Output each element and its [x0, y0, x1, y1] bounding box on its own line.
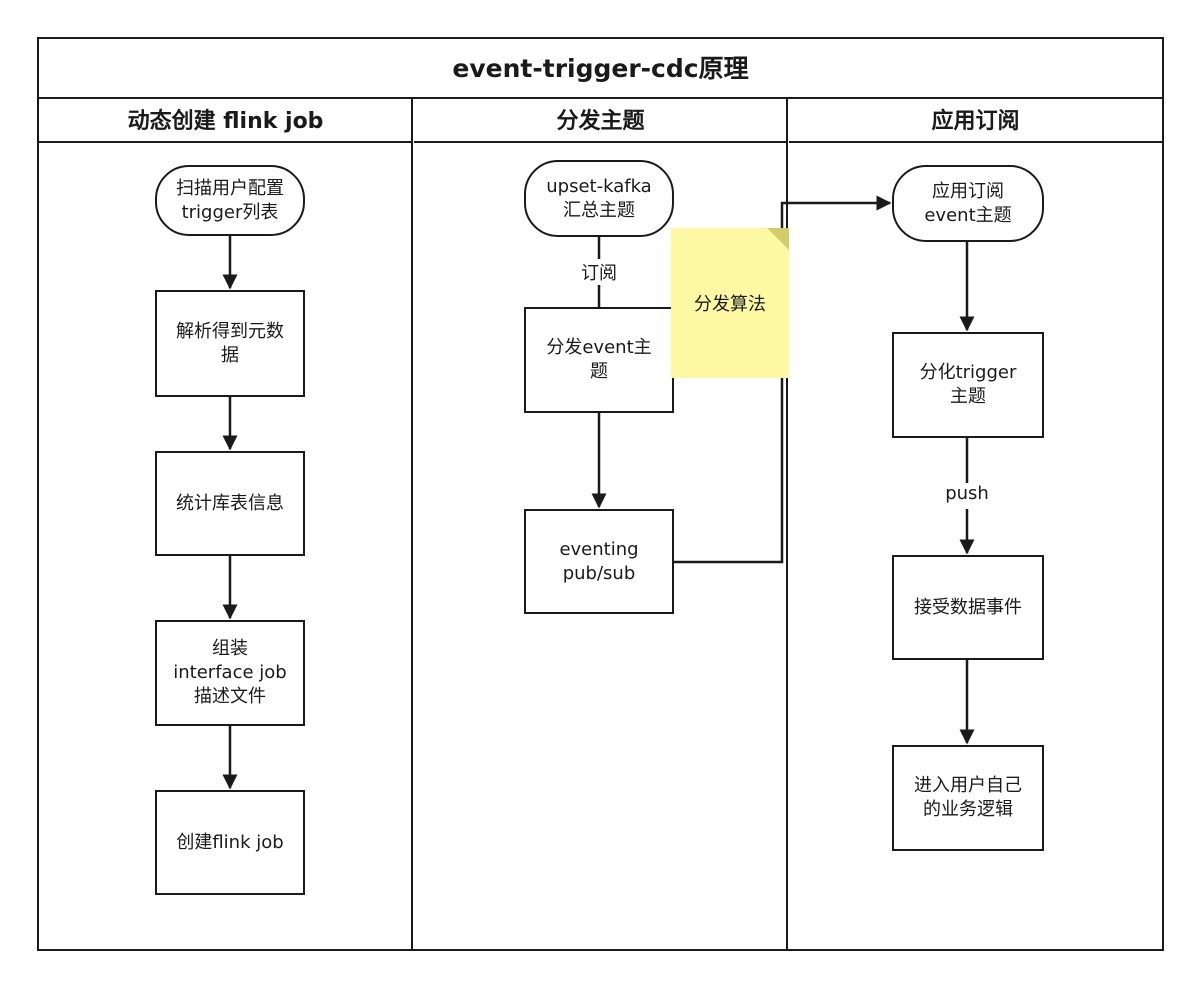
node-create-flink-job: 创建flink job: [155, 790, 305, 895]
node-count-tables: 统计库表信息: [155, 451, 305, 556]
node-receive-data-event: 接受数据事件: [892, 555, 1044, 660]
node-assemble-job-file: 组装 interface job 描述文件: [155, 620, 305, 726]
node-eventing-pubsub: eventing pub/sub: [524, 509, 674, 614]
node-app-subscribe-event: 应用订阅 event主题: [892, 165, 1044, 242]
node-parse-metadata: 解析得到元数 据: [155, 290, 305, 397]
lane-divider: [411, 97, 413, 951]
edge-label-subscribe: 订阅: [569, 259, 629, 285]
diagram-title: event-trigger-cdc原理: [37, 37, 1164, 99]
diagram-frame: [37, 37, 1164, 951]
node-split-trigger-topic: 分化trigger 主题: [892, 332, 1044, 438]
lane-divider: [786, 97, 788, 951]
note-fold-shadow: [767, 228, 789, 250]
lane-header-create-flink-job: 动态创建 flink job: [39, 97, 412, 143]
edge-label-push: push: [932, 483, 1002, 509]
node-scan-trigger-config: 扫描用户配置 trigger列表: [155, 165, 305, 236]
lane-header-app-subscribe: 应用订阅: [789, 97, 1162, 143]
node-upset-kafka-topic: upset-kafka 汇总主题: [524, 160, 674, 237]
node-user-business-logic: 进入用户自己 的业务逻辑: [892, 745, 1044, 851]
edge-eventing-to-subscribe: [674, 195, 892, 564]
lane-header-dispatch-topic: 分发主题: [414, 97, 787, 143]
note-dispatch-algorithm: 分发算法: [671, 228, 789, 378]
node-dispatch-event-topic: 分发event主 题: [524, 307, 674, 413]
